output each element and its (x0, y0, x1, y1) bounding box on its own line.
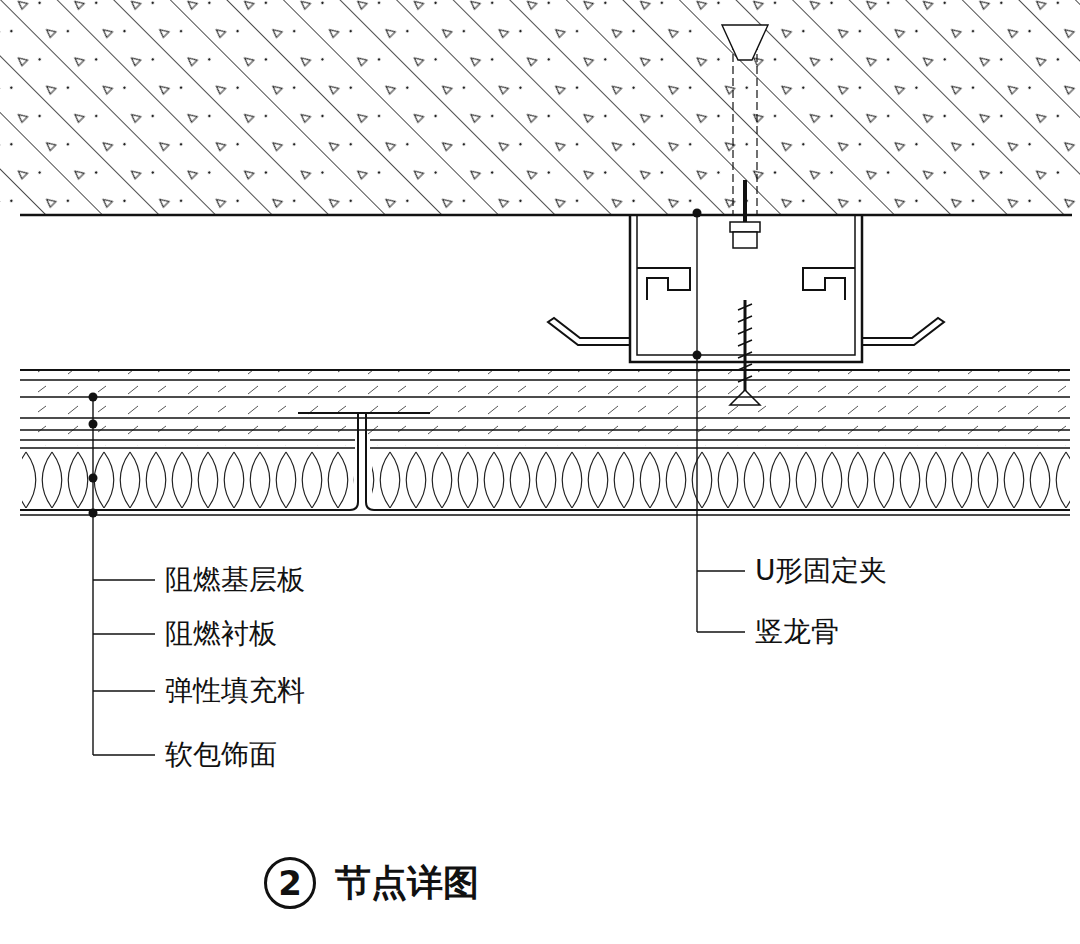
part-label: 弹性填充料 (165, 674, 305, 708)
part-label: 阻燃基层板 (165, 563, 305, 597)
part-label: 竖龙骨 (755, 615, 839, 649)
diagram-title: 节点详图 (335, 861, 479, 904)
callout-number: 2 (278, 866, 302, 900)
part-label: 阻燃衬板 (165, 617, 277, 651)
part-label: 软包饰面 (165, 738, 277, 772)
part-label: U形固定夹 (755, 554, 888, 588)
callout-circle: 2 (264, 857, 316, 909)
